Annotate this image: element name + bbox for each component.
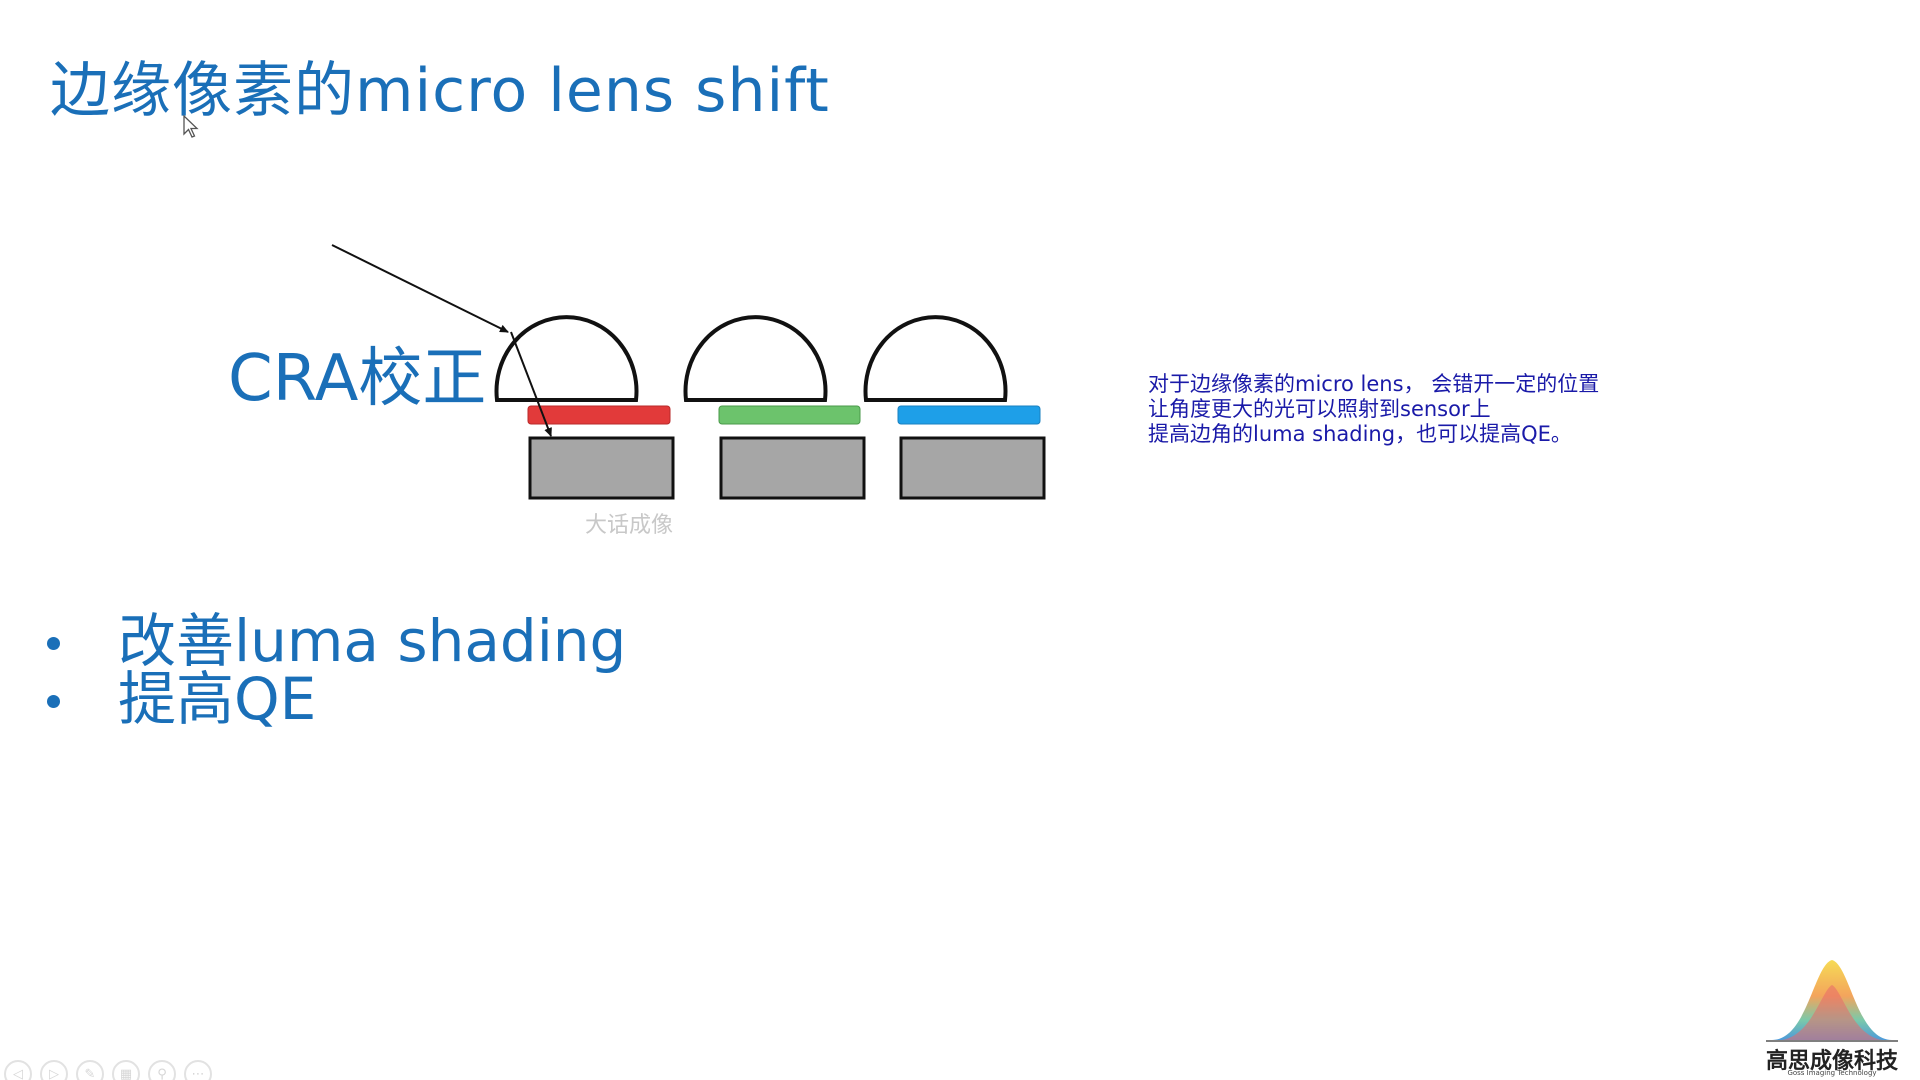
pixel-1 bbox=[528, 436, 675, 500]
logo-curve-icon bbox=[1766, 960, 1898, 1042]
color-filter-red bbox=[527, 405, 671, 425]
micro-lens-3 bbox=[863, 315, 1008, 402]
bullet-text: 提高QE bbox=[118, 665, 317, 733]
slides-icon[interactable]: ▦ bbox=[112, 1060, 140, 1080]
color-filter-blue bbox=[897, 405, 1041, 425]
color-filter-green bbox=[718, 405, 861, 425]
micro-lens-1 bbox=[494, 315, 639, 402]
watermark: 大话成像 bbox=[585, 513, 674, 538]
bullet-text: 改善luma shading bbox=[118, 607, 627, 675]
refracted-ray-arrow bbox=[510, 331, 552, 437]
pixel-3 bbox=[899, 436, 1046, 500]
more-icon[interactable]: ⋯ bbox=[184, 1060, 212, 1080]
note-line-1: 对于边缘像素的micro lens， 会错开一定的位置 bbox=[1148, 372, 1600, 396]
zoom-icon[interactable]: ⚲ bbox=[148, 1060, 176, 1080]
micro-lens-2 bbox=[683, 315, 828, 402]
logo-subtitle: Goss Imaging Technology bbox=[1787, 1069, 1877, 1077]
mouse-cursor-icon bbox=[183, 115, 199, 138]
presentation-toolbar: ◁ ▷ ✎ ▦ ⚲ ⋯ bbox=[4, 1060, 212, 1080]
company-logo: 高思成像科技 Goss Imaging Technology bbox=[1752, 955, 1912, 1077]
note-text: 对于边缘像素的micro lens， 会错开一定的位置 让角度更大的光可以照射到… bbox=[1148, 372, 1599, 447]
bullet-dot bbox=[47, 695, 60, 708]
cra-correction-label: CRA校正 bbox=[228, 342, 487, 416]
pixel-2 bbox=[719, 436, 866, 500]
note-line-2: 让角度更大的光可以照射到sensor上 bbox=[1148, 397, 1491, 421]
pen-icon[interactable]: ✎ bbox=[76, 1060, 104, 1080]
bullet-dot bbox=[47, 637, 60, 650]
note-line-3: 提高边角的luma shading，也可以提高QE。 bbox=[1148, 422, 1572, 446]
next-icon[interactable]: ▷ bbox=[40, 1060, 68, 1080]
slide-title: 边缘像素的micro lens shift bbox=[50, 56, 830, 126]
logo-name: 高思成像科技 bbox=[1765, 1049, 1898, 1074]
prev-icon[interactable]: ◁ bbox=[4, 1060, 32, 1080]
chief-ray-arrow bbox=[331, 244, 509, 333]
